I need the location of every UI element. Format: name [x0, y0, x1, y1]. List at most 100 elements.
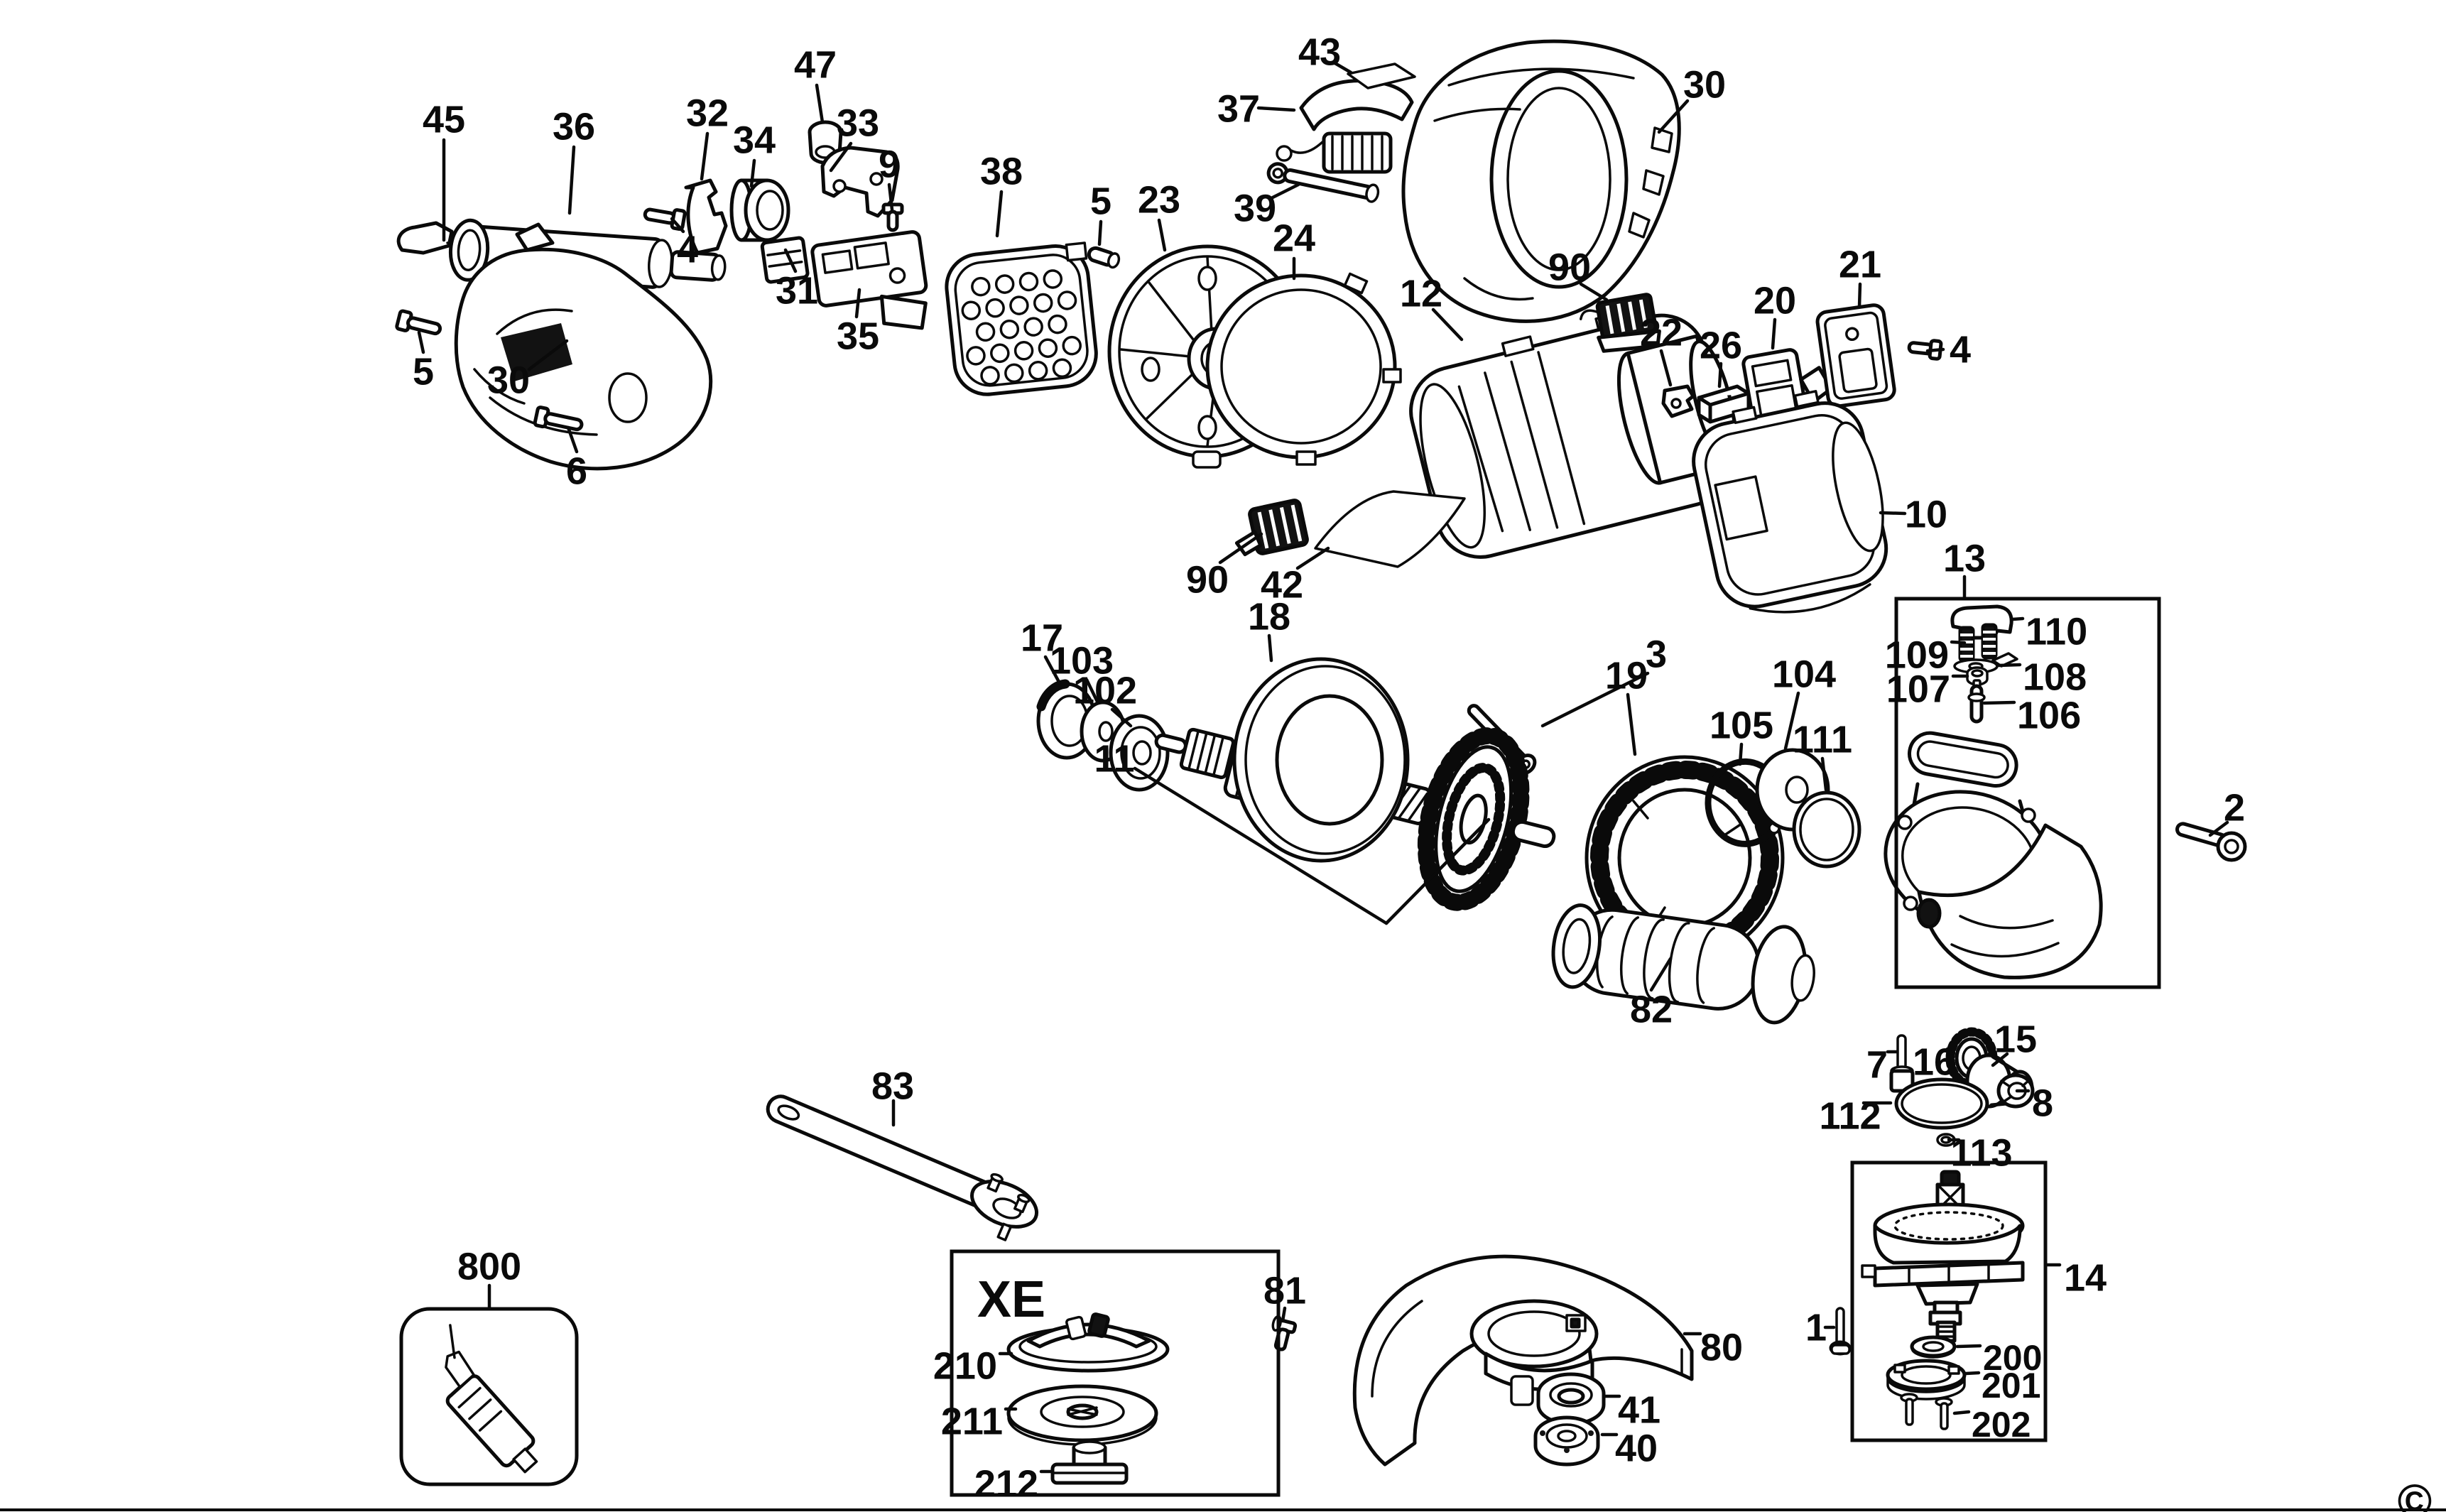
- part-30b-drawing: [1401, 39, 1681, 323]
- part-14-spindle-drawing: [1861, 1170, 2025, 1343]
- part-113-drawing: [1936, 1133, 1956, 1147]
- leader-line-34: [749, 158, 756, 188]
- part-40-drawing: [1533, 1415, 1600, 1467]
- part-label-24: 24: [1273, 217, 1315, 259]
- part-10-drawing: [1692, 390, 1888, 614]
- part-label-20: 20: [1754, 279, 1796, 322]
- leader-line-26: [1717, 361, 1723, 388]
- leader-line-9: [887, 183, 894, 212]
- part-82-drawing: [1551, 903, 1815, 1025]
- part-label-26: 26: [1700, 324, 1742, 366]
- part-label-105: 105: [1710, 704, 1773, 746]
- part-label-15: 15: [1994, 1018, 2037, 1060]
- part-21-drawing: [1815, 303, 1896, 408]
- part-label-35: 35: [837, 315, 879, 357]
- leader-line-11: [1133, 766, 1388, 925]
- part-label-108: 108: [2023, 656, 2087, 698]
- leader-line-33: [829, 141, 853, 173]
- part-label-19: 19: [1605, 654, 1648, 697]
- part-label-43: 43: [1298, 31, 1341, 73]
- part-label-83: 83: [871, 1065, 914, 1107]
- part-label-202: 202: [1972, 1405, 2031, 1445]
- part-label-3: 3: [1646, 633, 1667, 675]
- leader-line-6: [566, 425, 579, 454]
- leader-line-39: [1271, 183, 1300, 200]
- part-label-33: 33: [837, 102, 879, 144]
- part-label-17: 17: [1021, 616, 1063, 659]
- part-200-drawing: [1910, 1335, 1957, 1359]
- leader-line-47: [815, 83, 825, 124]
- part-33-drawing: [820, 146, 900, 218]
- part-42-drawing: [1314, 490, 1466, 568]
- part-label-7: 7: [1866, 1043, 1888, 1086]
- part-label-22: 22: [1640, 311, 1683, 354]
- part-label-12: 12: [1400, 272, 1442, 315]
- part-211-drawing: [1006, 1384, 1158, 1446]
- part-34-drawing: [729, 178, 790, 242]
- leader-line-19: [1626, 692, 1637, 756]
- leader-line-15: [1991, 1052, 2009, 1067]
- part-label-30b: 30: [1683, 63, 1726, 106]
- part-label-81: 81: [1263, 1269, 1306, 1312]
- leader-line-200: [1955, 1344, 1982, 1349]
- part-label-36: 36: [553, 105, 595, 148]
- leader-line-5b: [1097, 219, 1103, 246]
- part-17-drawing: [1036, 679, 1097, 760]
- part-202-screws: [1900, 1393, 1953, 1430]
- part-32-drawing: [684, 178, 728, 255]
- part-label-90b: 90: [1186, 558, 1229, 601]
- leader-line-4b: [1925, 347, 1945, 353]
- part-label-32: 32: [686, 92, 729, 134]
- part-label-212: 212: [974, 1462, 1038, 1505]
- part-41-drawing: [1536, 1372, 1606, 1426]
- leader-line-90b: [1218, 532, 1263, 565]
- leader-line-106: [1982, 700, 2016, 705]
- leader-line-31: [783, 248, 798, 273]
- detail-box-13: [1894, 597, 2161, 989]
- part-label-113: 113: [1950, 1131, 2012, 1174]
- leader-line-109: [1950, 640, 1967, 645]
- part-label-47: 47: [794, 43, 837, 86]
- part-111-drawing: [1792, 790, 1861, 869]
- part-label-16: 16: [1913, 1040, 1955, 1083]
- part-label-4b: 4: [1950, 328, 1971, 371]
- part-label-5b: 5: [1090, 180, 1111, 222]
- part-label-23: 23: [1138, 178, 1180, 221]
- part-43-drawing: [1347, 62, 1416, 89]
- part-label-9: 9: [879, 143, 900, 185]
- part-90a-drawing: [1580, 293, 1661, 353]
- leader-line-102: [1110, 707, 1133, 728]
- part-label-38: 38: [980, 150, 1023, 192]
- part-90b-drawing: [1234, 499, 1309, 557]
- part-label-30a: 30: [487, 359, 530, 401]
- leader-line-4a: [670, 217, 685, 234]
- leader-line-42: [1295, 546, 1330, 570]
- part-107-drawing: [1966, 666, 1989, 686]
- part-30a-drawing: [454, 222, 713, 471]
- leader-line-35: [854, 288, 861, 319]
- part-label-xe: XE: [977, 1271, 1045, 1328]
- part-35-drawing: [810, 230, 928, 330]
- part-label-200: 200: [1983, 1338, 2042, 1378]
- part-label-109: 109: [1885, 633, 1949, 676]
- leader-line-104: [1783, 691, 1800, 751]
- part-label-8: 8: [2032, 1082, 2053, 1124]
- leader-line-111: [1820, 756, 1828, 792]
- part-5a-screw: [395, 309, 442, 336]
- leader-line-17: [1043, 655, 1062, 685]
- part-label-copyright: ©: [2398, 1474, 2433, 1512]
- leader-line-103: [1085, 678, 1100, 705]
- part-1-screw: [1829, 1307, 1852, 1356]
- part-212-drawing: [1050, 1440, 1129, 1485]
- part-label-34: 34: [733, 119, 776, 161]
- part-102-drawing: [1109, 714, 1170, 792]
- leader-line-11: [1384, 817, 1491, 925]
- leader-line-5a: [417, 330, 425, 354]
- part-label-45: 45: [423, 98, 465, 141]
- leader-line-201: [1964, 1371, 1981, 1376]
- leader-line-81: [1281, 1306, 1287, 1323]
- part-label-18: 18: [1248, 595, 1290, 638]
- part-label-14: 14: [2064, 1256, 2107, 1299]
